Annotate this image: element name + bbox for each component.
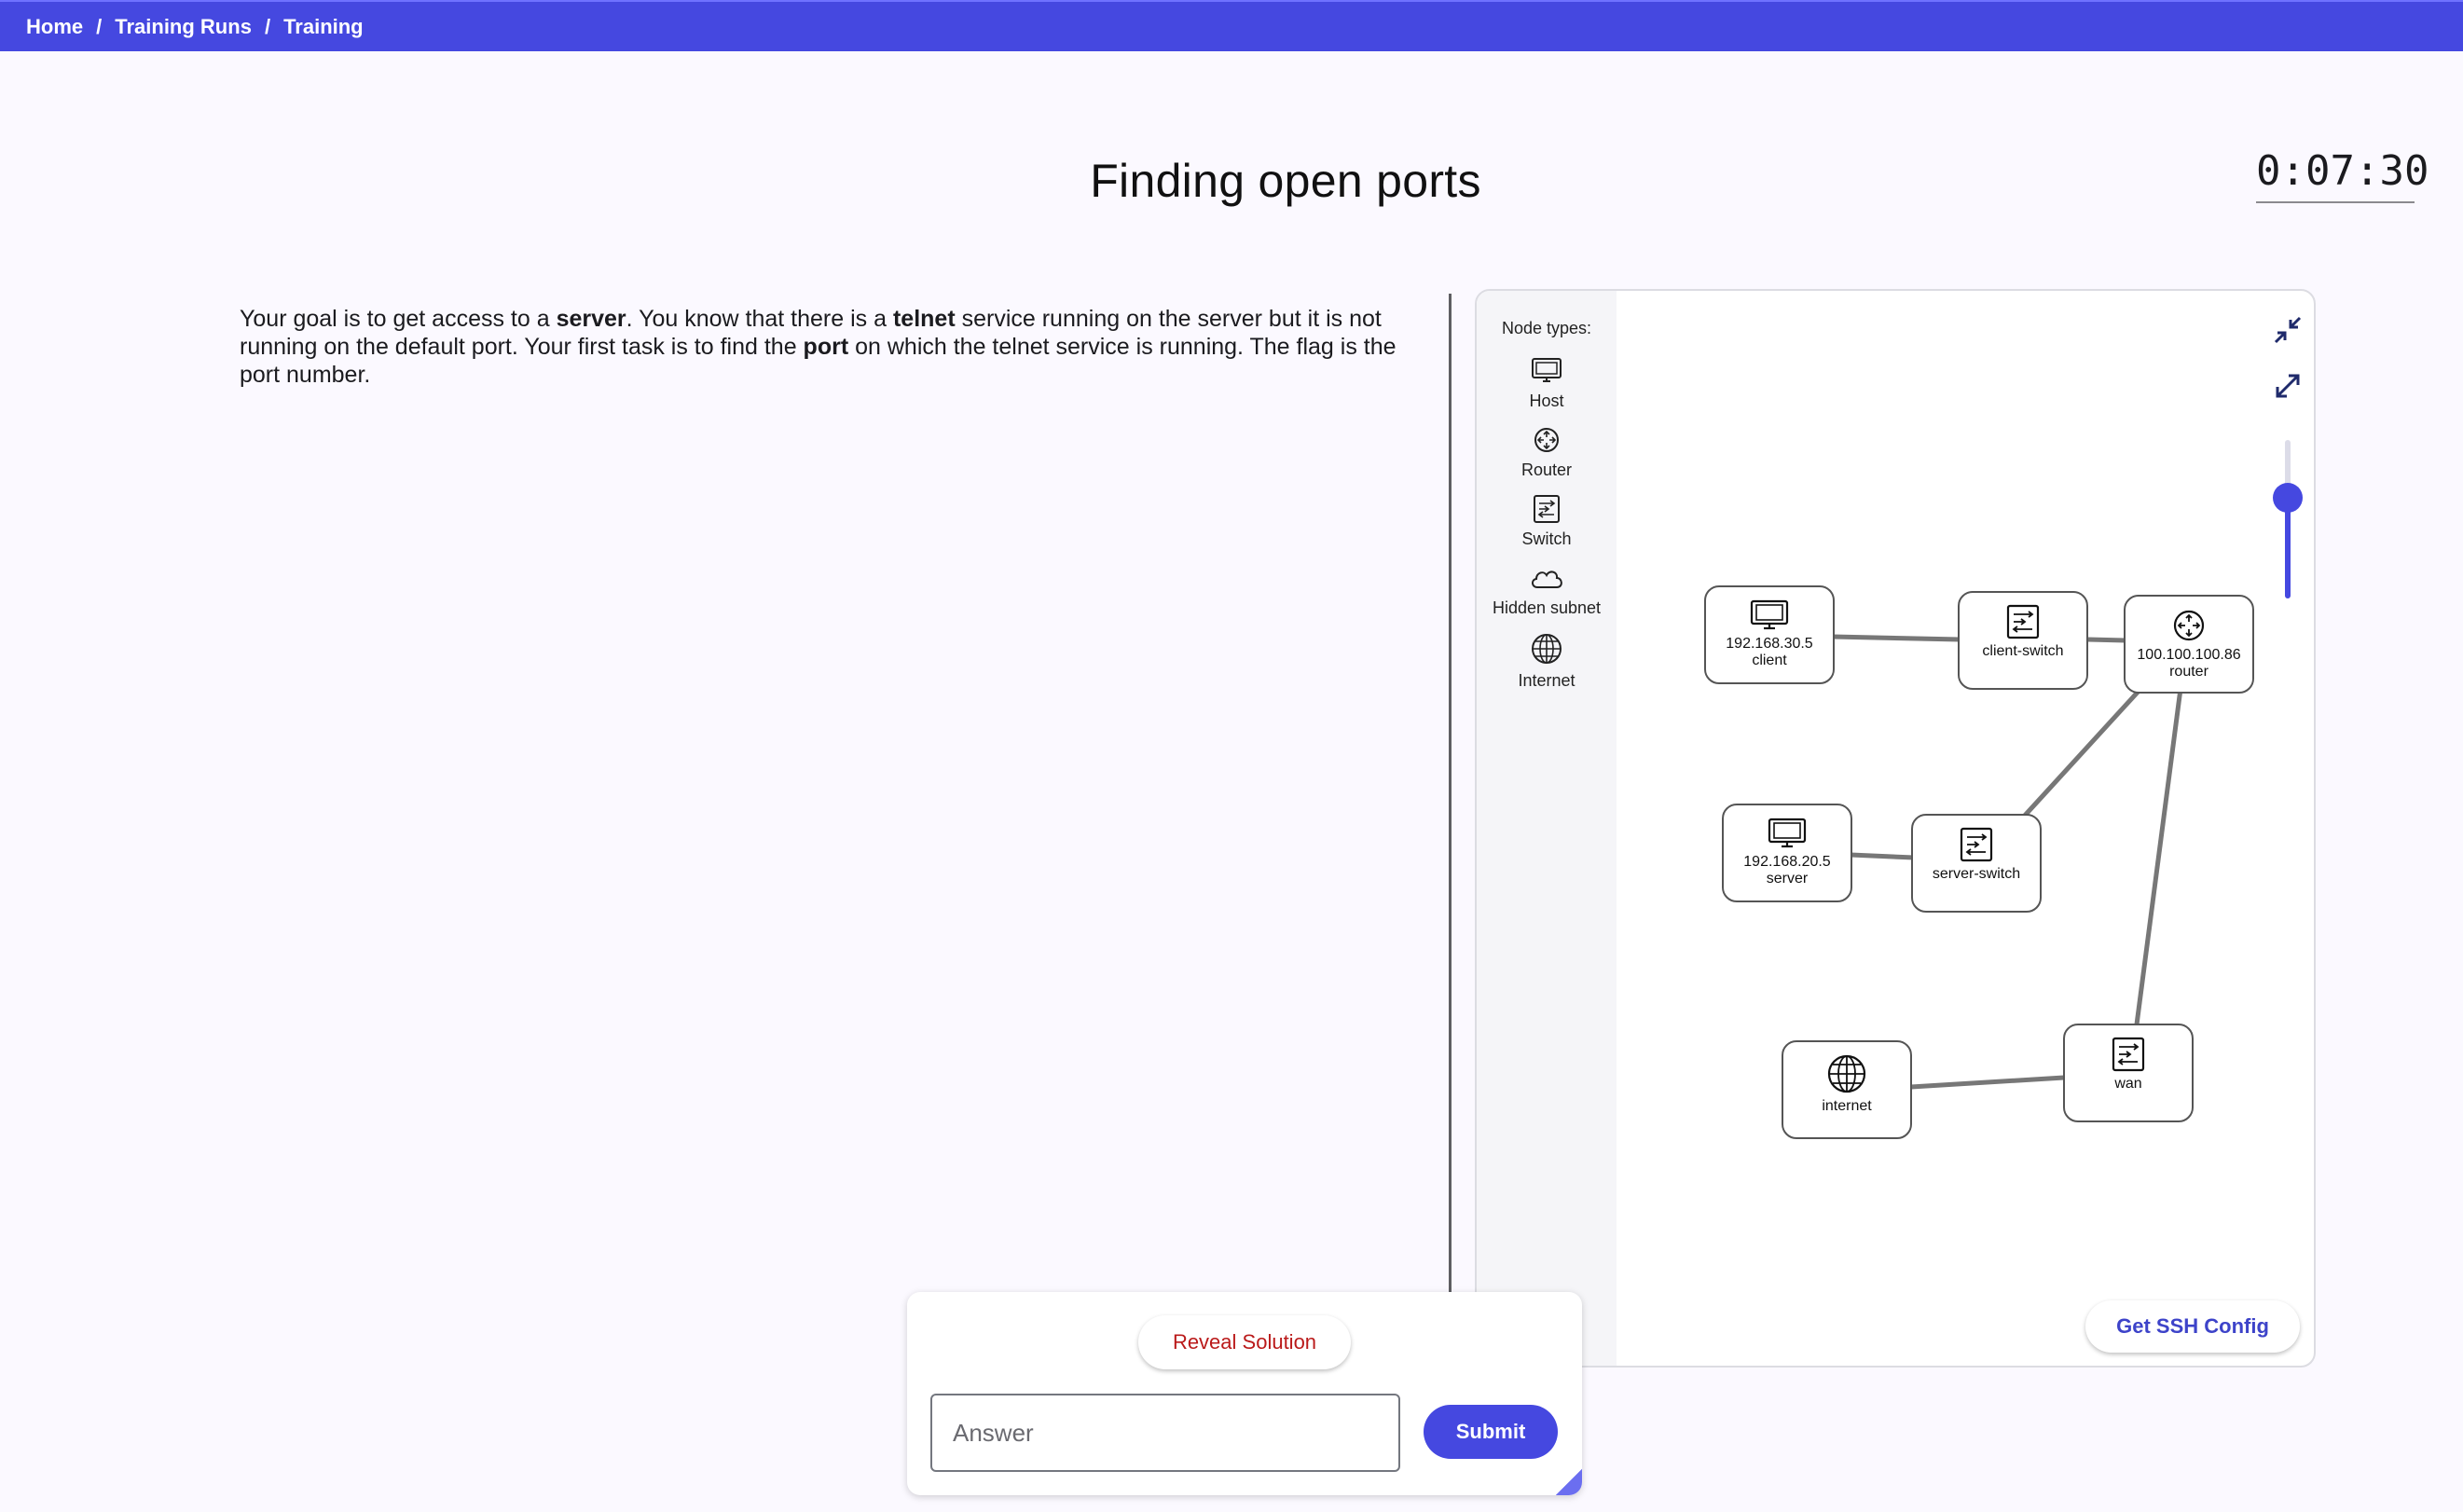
node-label: router	[2169, 664, 2208, 680]
node-label: server	[1766, 871, 1809, 887]
breadcrumb-training: Training	[283, 14, 364, 38]
page-title: Finding open ports	[1090, 155, 1481, 207]
breadcrumb-separator: /	[264, 14, 271, 38]
breadcrumb-training-runs[interactable]: Training Runs	[115, 14, 252, 38]
switch-icon	[1534, 495, 1560, 523]
description-text: service running on the server but it is …	[240, 306, 1382, 360]
description-bold: port	[803, 334, 849, 360]
description-bold: telnet	[892, 306, 956, 332]
host-icon	[1768, 818, 1807, 848]
node-label: server-switch	[1932, 866, 2021, 882]
node-label: 192.168.20.5	[1743, 854, 1831, 870]
legend-label: Internet	[1518, 671, 1575, 690]
host-icon	[1750, 599, 1789, 630]
answer-panel: Reveal Solution Submit	[907, 1292, 1582, 1495]
link-wan-internet	[1910, 1075, 2065, 1090]
description-text: on which the telnet service is running. …	[240, 334, 1397, 388]
breadcrumb: Home / Training Runs / Training	[0, 0, 2463, 51]
link-router-wan	[2134, 688, 2183, 1025]
description-text: Your goal is to get access to a	[240, 306, 557, 332]
legend-item-hidden-subnet: Hidden subnet	[1477, 563, 1617, 618]
legend-item-internet: Internet	[1477, 632, 1617, 691]
collapse-icon[interactable]	[2267, 309, 2308, 351]
node-router[interactable]: 100.100.100.86 router	[2124, 595, 2254, 694]
link-client-switch-router	[2087, 637, 2126, 643]
node-label: client-switch	[1982, 643, 2064, 659]
node-internet[interactable]: internet	[1782, 1040, 1912, 1139]
node-server-switch[interactable]: server-switch	[1911, 814, 2042, 913]
legend-item-router: Router	[1477, 425, 1617, 480]
topology-panel: Node types: Host Router Switch Hidden su…	[1475, 289, 2316, 1368]
get-ssh-config-button[interactable]: Get SSH Config	[2085, 1300, 2300, 1353]
reveal-solution-button[interactable]: Reveal Solution	[1138, 1315, 1351, 1369]
router-icon	[1534, 428, 1559, 452]
switch-icon	[2112, 1037, 2145, 1072]
node-types-legend: Node types: Host Router Switch Hidden su…	[1477, 291, 1617, 1366]
answer-input[interactable]	[930, 1394, 1400, 1472]
node-client-switch[interactable]: client-switch	[1958, 591, 2088, 690]
description-text: . You know that there is a	[626, 306, 893, 332]
node-client[interactable]: 192.168.30.5 client	[1704, 585, 1835, 684]
legend-title: Node types:	[1501, 319, 1592, 337]
legend-label: Host	[1529, 392, 1564, 410]
zoom-slider[interactable]	[2273, 440, 2303, 598]
node-server[interactable]: 192.168.20.5 server	[1722, 804, 1852, 902]
level-description: Your goal is to get access to a server. …	[240, 305, 1414, 389]
legend-label: Switch	[1521, 529, 1572, 548]
legend-item-switch: Switch	[1477, 494, 1617, 549]
node-wan[interactable]: wan	[2063, 1024, 2194, 1122]
node-label: wan	[2114, 1076, 2142, 1092]
cloud-icon	[1532, 570, 1562, 588]
split-divider[interactable]	[1449, 294, 1452, 1293]
description-bold: server	[556, 306, 626, 332]
breadcrumb-home[interactable]: Home	[26, 14, 84, 38]
topology-links	[1832, 634, 2183, 1090]
globe-icon	[1827, 1054, 1866, 1093]
node-label: client	[1752, 653, 1787, 668]
link-server-server-switch	[1850, 852, 1915, 860]
legend-label: Hidden subnet	[1492, 598, 1602, 617]
timer: 0:07:30	[2256, 147, 2429, 203]
resize-handle[interactable]	[1556, 1469, 1582, 1495]
globe-icon	[1532, 634, 1562, 664]
link-router-server-switch	[2020, 685, 2144, 820]
node-label: internet	[1822, 1098, 1872, 1114]
host-icon	[1532, 358, 1562, 382]
router-icon	[2173, 610, 2205, 641]
legend-item-host: Host	[1477, 356, 1617, 411]
node-label: 192.168.30.5	[1726, 636, 1813, 652]
zoom-slider-fill	[2285, 496, 2291, 598]
node-label: 100.100.100.86	[2137, 647, 2241, 663]
submit-button[interactable]: Submit	[1424, 1405, 1558, 1459]
expand-icon[interactable]	[2267, 365, 2308, 406]
link-client-client-switch	[1832, 634, 1961, 642]
switch-icon	[1960, 827, 1993, 862]
legend-label: Router	[1520, 460, 1573, 479]
breadcrumb-separator: /	[96, 14, 103, 38]
switch-icon	[2006, 604, 2040, 639]
zoom-slider-thumb[interactable]	[2273, 483, 2303, 513]
